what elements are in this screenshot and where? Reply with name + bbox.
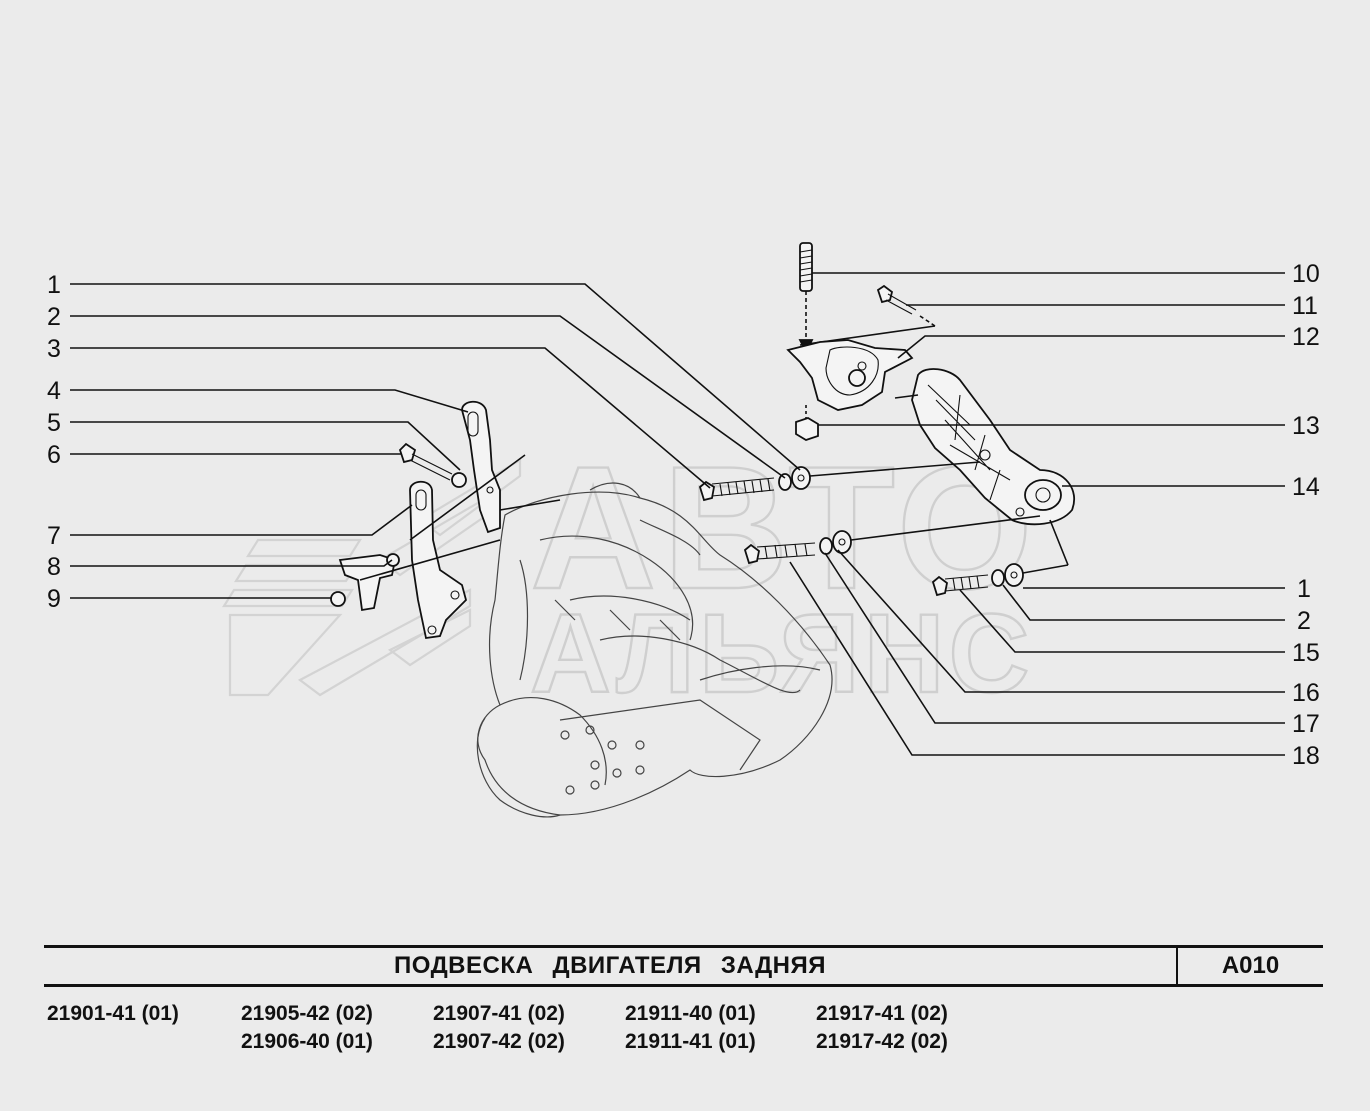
model-list: 21901-41 (01) 21905-42 (02) 21906-40 (01… bbox=[47, 1000, 1047, 1070]
callout-right-1: 1 bbox=[1297, 575, 1311, 603]
model-code: 21907-42 (02) bbox=[433, 1030, 565, 1053]
model-code: 21917-41 (02) bbox=[816, 1002, 948, 1025]
callouts-left: 1 2 3 4 5 6 7 8 9 bbox=[47, 271, 61, 613]
callout-right-10: 10 bbox=[1292, 260, 1320, 288]
watermark-line1: АВТО bbox=[530, 431, 1039, 626]
callout-right-13: 13 bbox=[1292, 412, 1320, 440]
model-code: 21911-41 (01) bbox=[625, 1030, 756, 1053]
model-column-5: 21917-41 (02) 21917-42 (02) bbox=[816, 1000, 948, 1056]
model-code: 21906-40 (01) bbox=[241, 1030, 373, 1053]
callout-left-8: 8 bbox=[47, 553, 61, 581]
model-code: 21917-42 (02) bbox=[816, 1030, 948, 1053]
model-code: 21911-40 (01) bbox=[625, 1002, 756, 1025]
model-code: 21905-42 (02) bbox=[241, 1002, 373, 1025]
callout-left-6: 6 bbox=[47, 441, 61, 469]
callout-right-12: 12 bbox=[1292, 323, 1320, 351]
callout-left-3: 3 bbox=[47, 335, 61, 363]
leader-lines-left bbox=[70, 283, 801, 599]
callout-left-9: 9 bbox=[47, 585, 61, 613]
callout-right-2: 2 bbox=[1297, 607, 1311, 635]
page-title: ПОДВЕСКА ДВИГАТЕЛЯ ЗАДНЯЯ bbox=[393, 952, 827, 979]
watermark-line2: АЛЬЯНС bbox=[530, 591, 1033, 716]
callout-right-14: 14 bbox=[1292, 473, 1320, 501]
leader-lines-right bbox=[789, 272, 1285, 756]
parts-diagram: АВТО АЛЬЯНС bbox=[47, 242, 1320, 818]
callout-right-17: 17 bbox=[1292, 710, 1320, 738]
model-column-4: 21911-40 (01) 21911-41 (01) bbox=[625, 1000, 756, 1056]
callout-left-5: 5 bbox=[47, 409, 61, 437]
title-bar: ПОДВЕСКА ДВИГАТЕЛЯ ЗАДНЯЯ A010 bbox=[44, 945, 1323, 987]
callout-right-18: 18 bbox=[1292, 742, 1320, 770]
callout-left-2: 2 bbox=[47, 303, 61, 331]
gearbox-outline bbox=[476, 482, 833, 818]
callout-right-15: 15 bbox=[1292, 639, 1320, 667]
model-column-3: 21907-41 (02) 21907-42 (02) bbox=[433, 1000, 565, 1056]
model-column-1: 21901-41 (01) bbox=[47, 1000, 179, 1028]
left-parts bbox=[330, 400, 561, 640]
callout-right-16: 16 bbox=[1292, 679, 1320, 707]
callout-left-1: 1 bbox=[47, 271, 61, 299]
right-parts bbox=[698, 242, 1075, 597]
callout-left-4: 4 bbox=[47, 377, 61, 405]
callout-left-7: 7 bbox=[47, 522, 61, 550]
page-code: A010 bbox=[1176, 948, 1323, 984]
watermark: АВТО АЛЬЯНС bbox=[222, 430, 1039, 717]
callouts-right: 10 11 12 13 14 1 2 15 16 17 18 bbox=[1292, 260, 1320, 770]
callout-right-11: 11 bbox=[1292, 292, 1318, 320]
model-code: 21901-41 (01) bbox=[47, 1002, 179, 1025]
model-code: 21907-41 (02) bbox=[433, 1002, 565, 1025]
model-column-2: 21905-42 (02) 21906-40 (01) bbox=[241, 1000, 373, 1056]
